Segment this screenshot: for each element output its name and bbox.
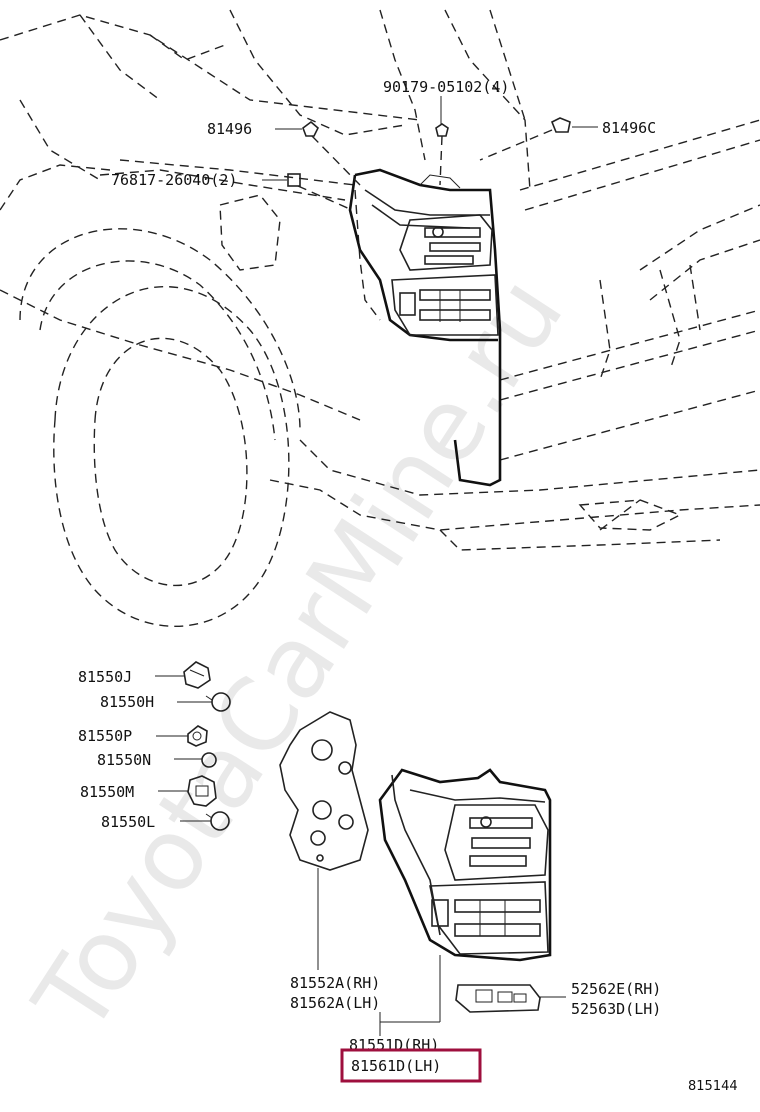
label-reflector-lh: 52563D(LH) (571, 1000, 661, 1018)
part-labels: 90179-05102(4) 81496 81496C 76817-26040(… (78, 78, 738, 1094)
label-socket-m: 81550M (80, 783, 134, 801)
top-fastener-parts (287, 117, 571, 187)
label-grommet: 76817-26040(2) (111, 171, 237, 189)
label-clip-right: 81496C (602, 119, 656, 137)
label-clip-left: 81496 (207, 120, 252, 138)
figure-number: 815144 (688, 1079, 738, 1094)
label-gasket-rh: 81552A(RH) (290, 974, 380, 992)
label-socket-j: 81550J (78, 668, 132, 686)
highlight-box (340, 1048, 482, 1083)
lamp-gasket (279, 711, 369, 871)
label-socket-p: 81550P (78, 727, 132, 745)
label-bolt: 90179-05102(4) (383, 78, 509, 96)
lower-leader-lines (155, 675, 566, 1036)
installed-tail-lamp (348, 168, 502, 487)
label-bulb-l: 81550L (101, 813, 155, 831)
tail-lamp-assembly (378, 768, 552, 962)
top-leader-lines (262, 96, 598, 211)
label-gasket-lh: 81562A(LH) (290, 994, 380, 1012)
side-reflector (455, 984, 541, 1013)
label-reflector-rh: 52562E(RH) (571, 980, 661, 998)
vehicle-body-outline (0, 9, 760, 628)
label-bulb-h: 81550H (100, 693, 154, 711)
label-bulb-n: 81550N (97, 751, 151, 769)
label-lamp-lh[interactable]: 81561D(LH) (351, 1057, 441, 1075)
